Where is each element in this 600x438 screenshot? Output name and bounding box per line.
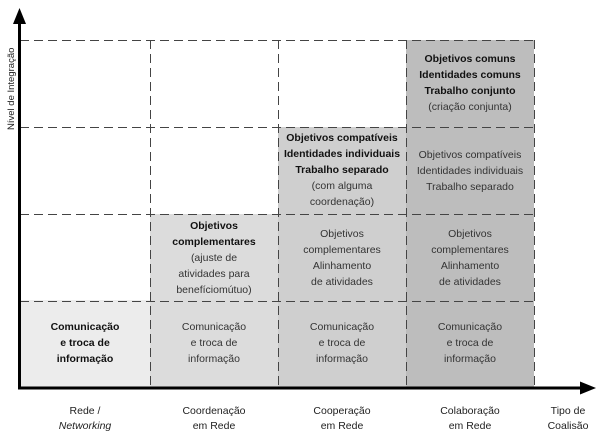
cell-line: e troca de	[190, 337, 238, 349]
cell-text-colaboracao-r1: Comunicação e troca de informação	[406, 319, 534, 367]
y-axis-arrowhead	[13, 8, 26, 24]
cell-line: e troca de	[446, 337, 494, 349]
y-axis-label: Nível de Integração	[6, 47, 17, 130]
cell-line: Identidades comuns	[419, 69, 521, 81]
cell-line: informação	[188, 353, 240, 365]
x-label-rede-line1: Rede /	[69, 405, 101, 417]
x-axis-title-line2: Coalisão	[547, 420, 589, 432]
cell-line: (criação conjunta)	[428, 101, 512, 113]
x-label-colaboracao: Colaboração em Rede	[406, 404, 534, 434]
cell-line: de atividades	[439, 276, 501, 288]
cell-line: (com alguma	[311, 180, 373, 192]
cell-line: Comunicação	[181, 321, 247, 333]
x-label-coordenacao-line1: Coordenação	[182, 405, 246, 417]
cell-line: Objetivos	[190, 220, 238, 232]
cell-coordenacao-block	[150, 214, 278, 387]
x-label-colaboracao-line2: em Rede	[448, 420, 492, 432]
cell-line: Comunicação	[50, 321, 120, 333]
cell-line: e troca de	[60, 337, 110, 349]
cell-line: Comunicação	[309, 321, 375, 333]
cell-line: informação	[444, 353, 496, 365]
cell-line: Objetivos comuns	[424, 53, 516, 65]
cell-cooperacao-block	[278, 127, 406, 387]
cell-line: e troca de	[318, 337, 366, 349]
cell-line: (ajuste de	[190, 252, 238, 264]
cell-line: Objetivos	[320, 228, 364, 240]
cell-rede-level-1	[20, 300, 150, 387]
cell-colaboracao-block	[406, 40, 534, 387]
cell-line: Alinhamento	[312, 260, 372, 272]
cell-line: informação	[316, 353, 368, 365]
cell-line: de atividades	[311, 276, 373, 288]
x-label-cooperacao-line1: Cooperação	[313, 405, 371, 417]
cell-text-cooperacao-r1: Comunicação e troca de informação	[278, 319, 406, 367]
cell-line: complementares	[172, 236, 256, 248]
cell-line: Objetivos compatíveis	[286, 132, 398, 144]
cell-line: Trabalho separado	[426, 181, 514, 193]
x-label-rede: Rede / Networking	[21, 404, 149, 434]
x-label-cooperacao-line2: em Rede	[320, 420, 364, 432]
x-label-coordenacao-line2: em Rede	[192, 420, 236, 432]
cell-line: coordenação)	[309, 196, 375, 208]
cell-line: informação	[56, 353, 114, 365]
x-axis-arrowhead	[580, 381, 596, 395]
x-label-cooperacao: Cooperação em Rede	[278, 404, 406, 434]
cell-line: atividades para	[178, 268, 250, 280]
cell-line: complementares	[431, 244, 509, 256]
cell-line: Identidades individuais	[283, 148, 401, 160]
cell-line: Objetivos	[448, 228, 492, 240]
cell-text-rede-r1: Comunicação e troca de informação	[21, 319, 149, 367]
x-label-coordenacao: Coordenação em Rede	[150, 404, 278, 434]
cell-line: Identidades individuais	[416, 165, 524, 177]
x-axis-title-line1: Tipo de	[550, 405, 586, 417]
cell-line: Comunicação	[437, 321, 503, 333]
cell-line: complementares	[303, 244, 381, 256]
x-axis-title: Tipo de Coalisão	[540, 404, 596, 434]
cell-line: Objetivos compatíveis	[418, 149, 522, 161]
x-label-colaboracao-line1: Colaboração	[440, 405, 500, 417]
cell-line: Trabalho separado	[295, 164, 389, 176]
x-label-rede-line2: Networking	[58, 420, 112, 432]
cell-text-coordenacao-r1: Comunicação e troca de informação	[150, 319, 278, 367]
cell-line: Alinhamento	[440, 260, 500, 272]
cell-text-coordenacao-r2: Objetivos complementares (ajuste de ativida…	[150, 218, 278, 298]
cell-line: Trabalho conjunto	[424, 85, 516, 97]
cell-line: benefíciomútuo)	[176, 284, 252, 296]
